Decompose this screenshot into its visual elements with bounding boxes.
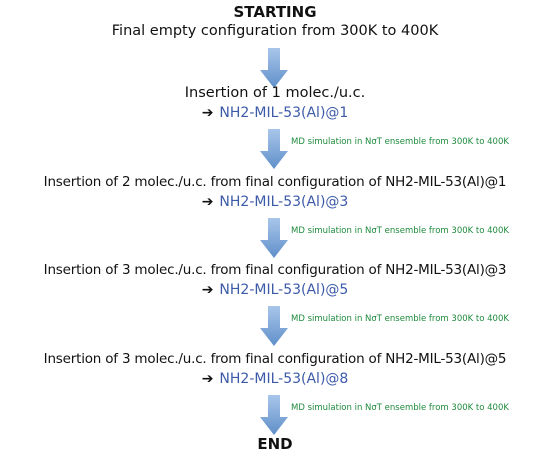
step-1-label: Insertion of 1 molec./u.c. [184, 85, 366, 101]
down-arrow-icon [260, 306, 288, 346]
right-arrow-icon: ➔ [201, 371, 214, 387]
end-title: END [257, 435, 293, 453]
step-4-result: ➔ NH2-MIL-53(Al)@8 [0, 371, 550, 387]
down-arrow-icon [260, 395, 288, 435]
step-1-result: ➔ NH2-MIL-53(Al)@1 [0, 105, 550, 121]
step-1-result-text: NH2-MIL-53(Al)@1 [219, 105, 349, 121]
right-arrow-icon: ➔ [201, 105, 214, 121]
down-arrow-icon [260, 129, 288, 169]
step-2-label: Insertion of 2 molec./u.c. from final co… [43, 174, 507, 190]
start-title: STARTING [233, 3, 317, 21]
step-2-result: ➔ NH2-MIL-53(Al)@3 [0, 194, 550, 210]
step-4-label: Insertion of 3 molec./u.c. from final co… [43, 351, 507, 367]
step-2-result-text: NH2-MIL-53(Al)@3 [219, 194, 349, 210]
step-1-note: MD simulation in NσT ensemble from 300K … [291, 137, 509, 147]
step-4-note: MD simulation in NσT ensemble from 300K … [291, 403, 509, 413]
right-arrow-icon: ➔ [201, 282, 214, 298]
right-arrow-icon: ➔ [201, 194, 214, 210]
step-2-note: MD simulation in NσT ensemble from 300K … [291, 226, 509, 236]
down-arrow-icon [260, 218, 288, 258]
step-3-label: Insertion of 3 molec./u.c. from final co… [43, 262, 507, 278]
step-3-result-text: NH2-MIL-53(Al)@5 [219, 282, 349, 298]
start-subtitle: Final empty configuration from 300K to 4… [111, 23, 439, 39]
step-3-result: ➔ NH2-MIL-53(Al)@5 [0, 282, 550, 298]
step-4-result-text: NH2-MIL-53(Al)@8 [219, 371, 349, 387]
step-3-note: MD simulation in NσT ensemble from 300K … [291, 314, 509, 324]
down-arrow-icon [260, 48, 288, 88]
